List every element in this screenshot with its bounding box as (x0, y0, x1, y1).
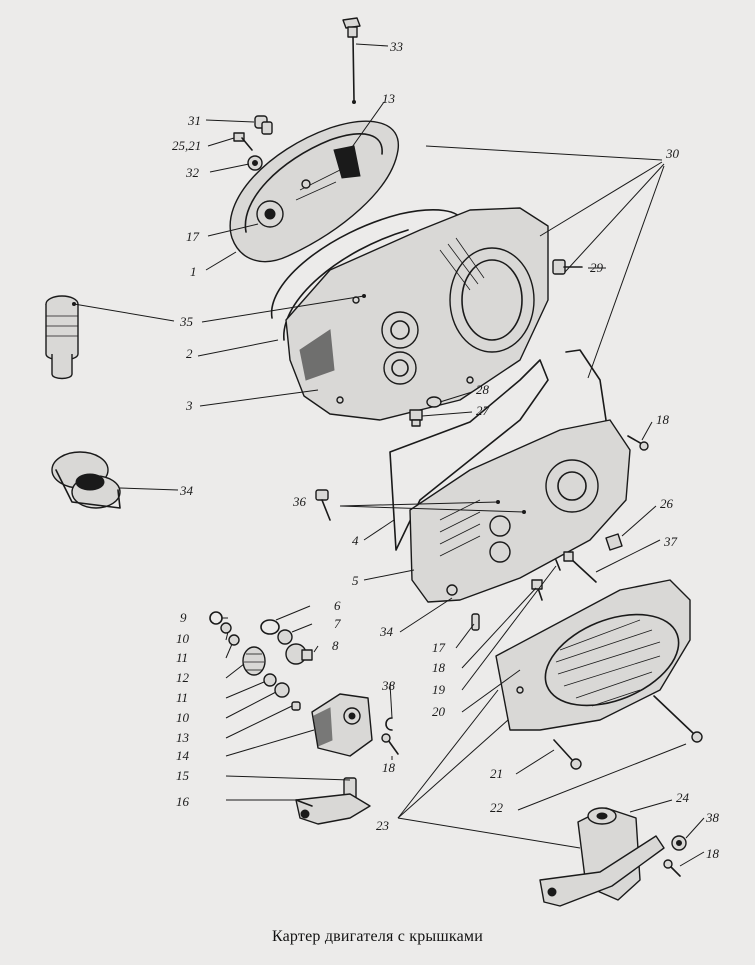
part-37-bolt (563, 551, 597, 583)
part-1-gear-cover (229, 120, 399, 263)
part-10-washer-b (274, 682, 290, 698)
part-24-housing (539, 807, 665, 907)
label-18-bottom: 18 (706, 846, 720, 861)
part-6-ring (260, 619, 280, 635)
label-7: 7 (334, 616, 341, 631)
label-32: 32 (185, 165, 200, 180)
part-22-long-bolt (653, 695, 703, 743)
label-1: 1 (190, 264, 197, 279)
part-38-washer-low (671, 835, 687, 851)
label-34: 34 (179, 483, 194, 498)
part-5-crankcase-half (409, 419, 631, 603)
part-11-washer-a (228, 634, 240, 646)
label-9: 9 (180, 610, 187, 625)
part-18-screw-top (627, 435, 649, 451)
part-4-gasket (389, 359, 549, 551)
part-3-crankcase (285, 207, 549, 421)
label-5: 5 (352, 573, 359, 588)
label-11: 11 (176, 650, 188, 665)
label-21: 21 (490, 766, 503, 781)
part-18-screw-bottom (663, 859, 681, 877)
label-14: 14 (176, 748, 190, 763)
part-27-plug (409, 409, 423, 427)
label-17-mid: 17 (432, 640, 446, 655)
label-13: 13 (382, 91, 396, 106)
part-34-oil-seal (51, 451, 121, 509)
part-35-bushing (45, 295, 79, 380)
label-6: 6 (334, 598, 341, 613)
label-18-low: 18 (382, 760, 396, 775)
part-25-21-screw (233, 132, 253, 151)
part-36-stud (315, 489, 331, 521)
label-23: 23 (376, 818, 390, 833)
part-33-dipstick (342, 17, 361, 104)
label-22: 22 (490, 800, 504, 815)
part-14-pump-body (311, 693, 373, 757)
label-10-low: 10 (176, 710, 190, 725)
label-38: 38 (381, 678, 396, 693)
part-10-washer-a (220, 622, 232, 634)
figure-caption: Картер двигателя с крышками (271, 928, 484, 945)
label-8: 8 (332, 638, 339, 653)
part-17-pin (471, 613, 480, 631)
part-18-screw-mid (555, 559, 561, 571)
label-19: 19 (432, 682, 446, 697)
label-18: 18 (656, 412, 670, 427)
part-11-washer-b (263, 673, 277, 687)
label-15: 15 (176, 768, 190, 783)
label-29: 29 (590, 260, 604, 275)
label-37: 37 (663, 534, 678, 549)
label-31: 31 (187, 113, 201, 128)
callout-labels: 33 13 31 30 25,21 32 17 29 1 35 2 28 3 2… (172, 39, 720, 861)
part-13-pin (291, 701, 301, 711)
label-30: 30 (665, 146, 680, 161)
label-2: 2 (186, 346, 193, 361)
leader-lines (72, 43, 705, 867)
label-18-mid: 18 (432, 660, 446, 675)
label-34-mid: 34 (379, 624, 394, 639)
label-16: 16 (176, 794, 190, 809)
label-24: 24 (676, 790, 690, 805)
label-38-low: 38 (705, 810, 720, 825)
part-7-washer (277, 629, 293, 645)
part-2-gasket (270, 209, 463, 341)
part-38-washer-mid (385, 717, 393, 731)
label-36: 36 (292, 494, 307, 509)
part-16-bracket (295, 793, 371, 825)
part-32-nut (247, 155, 263, 171)
label-13-low: 13 (176, 730, 190, 745)
part-28-washer (426, 396, 442, 408)
part-12-gear (242, 646, 266, 676)
label-11-low: 11 (176, 690, 188, 705)
label-17: 17 (186, 229, 200, 244)
part-29-bolt (552, 259, 583, 275)
label-20: 20 (432, 704, 446, 719)
label-4: 4 (352, 533, 359, 548)
label-10: 10 (176, 631, 190, 646)
label-25-21: 25,21 (172, 138, 201, 153)
part-8-gear (285, 643, 313, 665)
part-21-bolt (553, 739, 582, 770)
part-18-screw-low (381, 733, 399, 755)
label-28: 28 (476, 382, 490, 397)
label-33: 33 (389, 39, 404, 54)
label-27: 27 (476, 403, 490, 418)
part-20-side-cover (495, 579, 691, 731)
part-26-block (605, 533, 623, 551)
label-12: 12 (176, 670, 190, 685)
label-35: 35 (179, 314, 194, 329)
label-3: 3 (185, 398, 193, 413)
part-31-plug (254, 115, 273, 135)
label-26: 26 (660, 496, 674, 511)
part-9-ring (209, 611, 223, 625)
